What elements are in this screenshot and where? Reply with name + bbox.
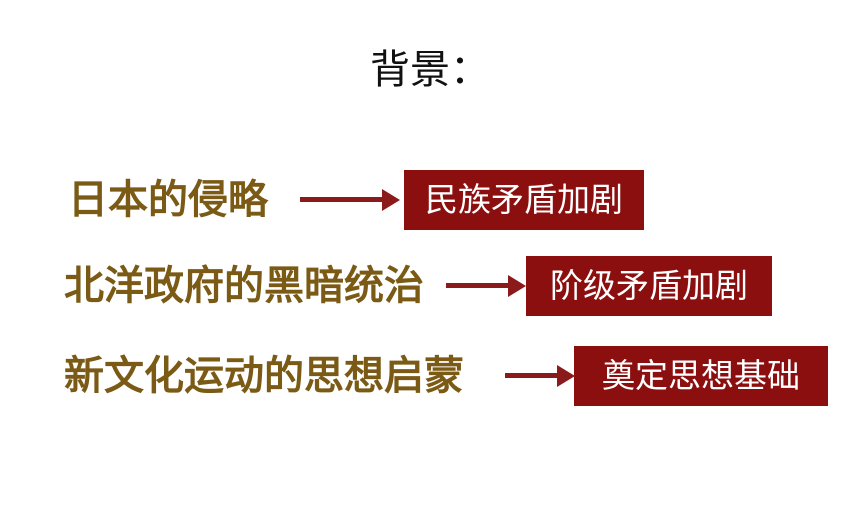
slide-title: 背景： bbox=[370, 47, 490, 93]
effect-box: 奠定思想基础 bbox=[574, 346, 828, 406]
cause-text: 日本的侵略 bbox=[68, 176, 268, 223]
right-arrow-icon bbox=[446, 275, 526, 297]
cause-text: 北洋政府的黑暗统治 bbox=[64, 262, 424, 309]
cause-text: 新文化运动的思想启蒙 bbox=[64, 352, 464, 399]
right-arrow-icon bbox=[300, 189, 400, 211]
effect-box: 阶级矛盾加剧 bbox=[526, 256, 772, 316]
right-arrow-icon bbox=[505, 365, 575, 387]
effect-box: 民族矛盾加剧 bbox=[404, 170, 644, 230]
